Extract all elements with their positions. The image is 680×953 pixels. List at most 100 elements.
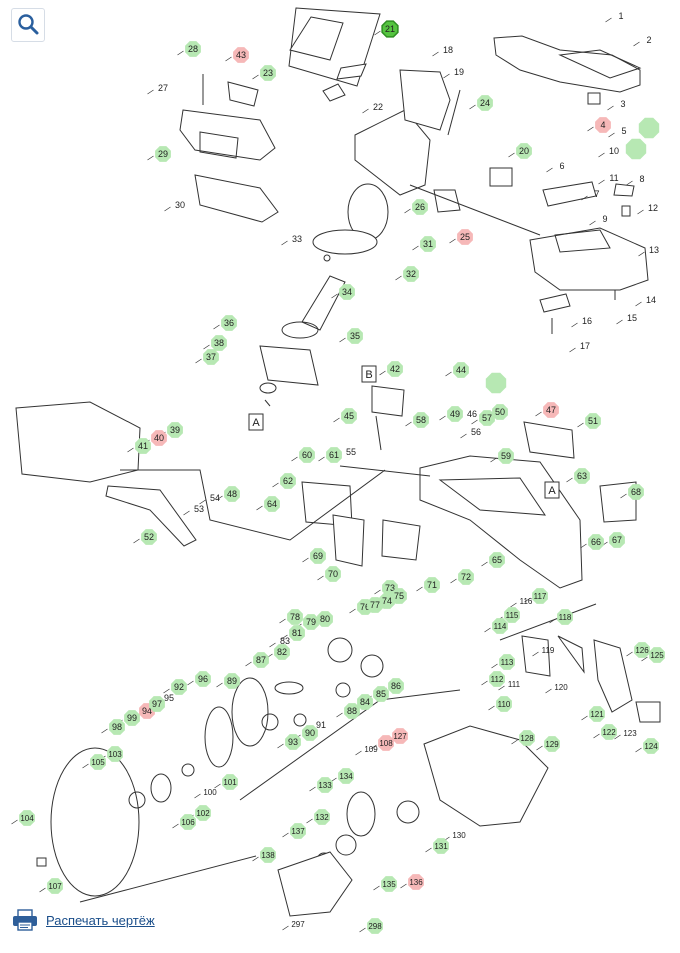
callout-87[interactable]: 87 bbox=[253, 652, 269, 668]
callout-113[interactable]: 113 bbox=[499, 654, 515, 670]
callout-98-number[interactable]: 98 bbox=[112, 722, 122, 732]
callout-12[interactable]: 12 bbox=[648, 203, 658, 213]
callout-123[interactable]: 123 bbox=[623, 729, 637, 738]
callout-135-number[interactable]: 135 bbox=[382, 880, 396, 889]
callout-129-marker[interactable] bbox=[544, 736, 560, 752]
callout-68-marker[interactable] bbox=[628, 484, 644, 500]
callout-76-number[interactable]: 76 bbox=[360, 602, 370, 612]
callout-124-number[interactable]: 124 bbox=[644, 742, 658, 751]
callout-32-marker[interactable] bbox=[403, 266, 419, 282]
callout-29[interactable]: 29 bbox=[155, 146, 171, 162]
callout-85[interactable]: 85 bbox=[373, 686, 389, 702]
callout-96-number[interactable]: 96 bbox=[198, 674, 208, 684]
callout-22[interactable]: 22 bbox=[373, 102, 383, 112]
callout-57[interactable]: 57 bbox=[479, 410, 495, 426]
callout-8-number[interactable]: 8 bbox=[639, 174, 644, 184]
callout-25-number[interactable]: 25 bbox=[460, 232, 470, 242]
callout-87-number[interactable]: 87 bbox=[256, 655, 266, 665]
callout-136-number[interactable]: 136 bbox=[409, 878, 423, 887]
callout-106-number[interactable]: 106 bbox=[181, 818, 195, 827]
callout-133-number[interactable]: 133 bbox=[318, 781, 332, 790]
callout-65-number[interactable]: 65 bbox=[492, 555, 502, 565]
callout-93-marker[interactable] bbox=[285, 734, 301, 750]
callout-47-marker[interactable] bbox=[543, 402, 559, 418]
callout-78-number[interactable]: 78 bbox=[290, 612, 300, 622]
callout-77-marker[interactable] bbox=[367, 597, 383, 613]
callout-20-marker[interactable] bbox=[516, 143, 532, 159]
callout-10[interactable]: 10 bbox=[609, 146, 619, 156]
callout-70[interactable]: 70 bbox=[325, 566, 341, 582]
callout-102-number[interactable]: 102 bbox=[196, 809, 210, 818]
callout-17-number[interactable]: 17 bbox=[580, 341, 590, 351]
callout-72-marker[interactable] bbox=[458, 569, 474, 585]
callout-34[interactable]: 34 bbox=[339, 284, 355, 300]
callout-125[interactable]: 125 bbox=[649, 647, 665, 663]
callout-97-number[interactable]: 97 bbox=[152, 699, 162, 709]
callout-20-number[interactable]: 20 bbox=[519, 146, 529, 156]
callout-126[interactable]: 126 bbox=[634, 642, 650, 658]
callout-37-marker[interactable] bbox=[203, 349, 219, 365]
search-button[interactable] bbox=[11, 8, 45, 42]
callout-21-marker[interactable] bbox=[381, 20, 399, 38]
callout-63-marker[interactable] bbox=[574, 468, 590, 484]
callout-31-number[interactable]: 31 bbox=[423, 239, 433, 249]
callout-37[interactable]: 37 bbox=[203, 349, 219, 365]
callout-24-number[interactable]: 24 bbox=[480, 98, 490, 108]
callout-70-number[interactable]: 70 bbox=[328, 569, 338, 579]
callout-101[interactable]: 101 bbox=[222, 774, 238, 790]
callout-92-number[interactable]: 92 bbox=[174, 682, 184, 692]
callout-51-number[interactable]: 51 bbox=[588, 416, 598, 426]
callout-297[interactable]: 297 bbox=[291, 920, 305, 929]
callout-20[interactable]: 20 bbox=[516, 143, 532, 159]
callout-138[interactable]: 138 bbox=[260, 847, 276, 863]
callout-31[interactable]: 31 bbox=[420, 236, 436, 252]
callout-19-number[interactable]: 19 bbox=[454, 67, 464, 77]
callout-96[interactable]: 96 bbox=[195, 671, 211, 687]
callout-71[interactable]: 71 bbox=[424, 577, 440, 593]
callout-93-number[interactable]: 93 bbox=[288, 737, 298, 747]
callout-56-number[interactable]: 56 bbox=[471, 427, 481, 437]
callout-105[interactable]: 105 bbox=[90, 754, 106, 770]
callout-88-number[interactable]: 88 bbox=[347, 706, 357, 716]
callout-100[interactable]: 100 bbox=[203, 788, 217, 797]
callout-113-number[interactable]: 113 bbox=[501, 658, 514, 667]
callout-99-marker[interactable] bbox=[124, 710, 140, 726]
callout-73-number[interactable]: 73 bbox=[385, 583, 395, 593]
callout-52-marker[interactable] bbox=[141, 529, 157, 545]
callout-129[interactable]: 129 bbox=[544, 736, 560, 752]
callout-34-marker[interactable] bbox=[339, 284, 355, 300]
callout-21-number[interactable]: 21 bbox=[385, 24, 395, 34]
callout-132-number[interactable]: 132 bbox=[315, 813, 329, 822]
callout-134-number[interactable]: 134 bbox=[339, 772, 353, 781]
callout-27-number[interactable]: 27 bbox=[158, 83, 168, 93]
callout-38[interactable]: 38 bbox=[211, 335, 227, 351]
callout-38-marker[interactable] bbox=[211, 335, 227, 351]
callout-62-number[interactable]: 62 bbox=[283, 476, 293, 486]
callout-53-number[interactable]: 53 bbox=[194, 504, 204, 514]
callout-45-number[interactable]: 45 bbox=[344, 411, 354, 421]
callout-56[interactable]: 56 bbox=[471, 427, 481, 437]
callout-8[interactable]: 8 bbox=[639, 174, 644, 184]
callout-98[interactable]: 98 bbox=[109, 719, 125, 735]
callout-94-number[interactable]: 94 bbox=[142, 706, 152, 716]
callout-72-number[interactable]: 72 bbox=[461, 572, 471, 582]
callout-78-marker[interactable] bbox=[287, 609, 303, 625]
callout-92[interactable]: 92 bbox=[171, 679, 187, 695]
callout-124[interactable]: 124 bbox=[643, 738, 659, 754]
callout-108-marker[interactable] bbox=[378, 735, 394, 751]
callout-29-marker[interactable] bbox=[155, 146, 171, 162]
callout-1[interactable]: 1 bbox=[618, 11, 623, 21]
callout-66-marker[interactable] bbox=[588, 534, 604, 550]
callout-121[interactable]: 121 bbox=[589, 706, 605, 722]
callout-33-number[interactable]: 33 bbox=[292, 234, 302, 244]
callout-95[interactable]: 95 bbox=[164, 693, 174, 703]
callout-33[interactable]: 33 bbox=[292, 234, 302, 244]
callout-36-marker[interactable] bbox=[221, 315, 237, 331]
callout-31-marker[interactable] bbox=[420, 236, 436, 252]
callout-25-marker[interactable] bbox=[457, 229, 473, 245]
callout-28-number[interactable]: 28 bbox=[188, 44, 198, 54]
callout-82[interactable]: 82 bbox=[274, 644, 290, 660]
callout-128-marker[interactable] bbox=[519, 730, 535, 746]
callout-52-number[interactable]: 52 bbox=[144, 532, 154, 542]
callout-104-marker[interactable] bbox=[19, 810, 35, 826]
